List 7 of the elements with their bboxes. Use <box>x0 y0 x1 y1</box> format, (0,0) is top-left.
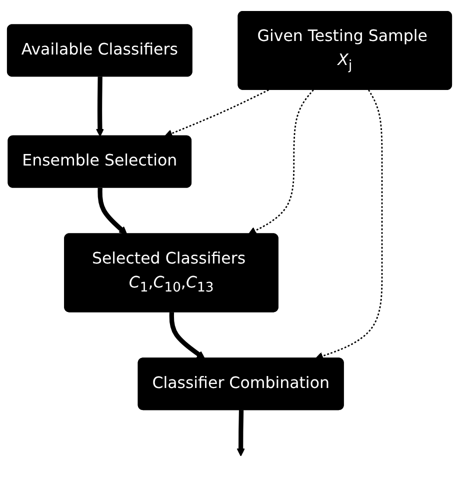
arrow <box>96 76 104 137</box>
arrow <box>248 89 314 234</box>
arrow <box>98 188 128 234</box>
arrow <box>169 312 206 359</box>
arrow <box>236 410 245 456</box>
arrow <box>315 89 383 360</box>
arrow <box>164 89 269 138</box>
